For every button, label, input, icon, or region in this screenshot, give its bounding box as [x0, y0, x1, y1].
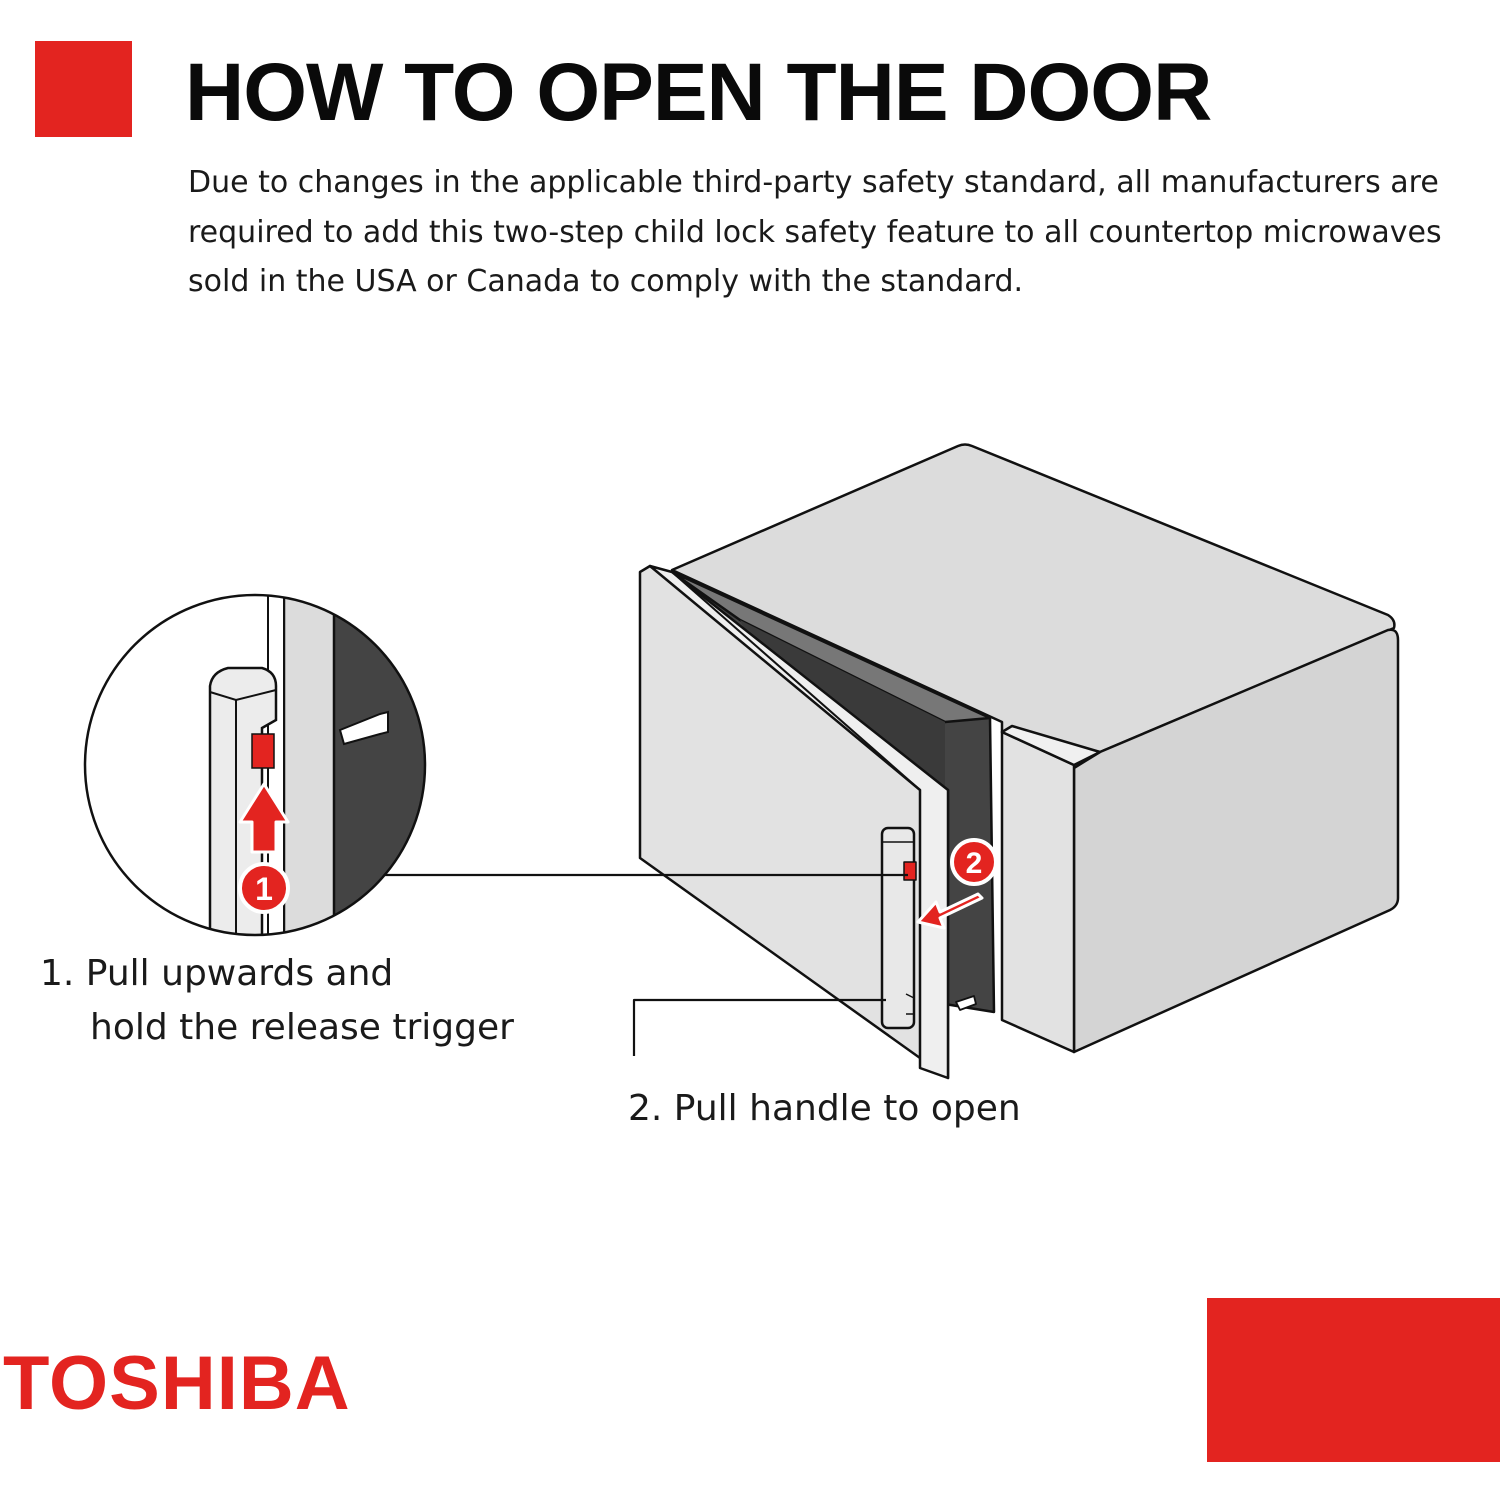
- page-title: HOW TO OPEN THE DOOR: [185, 47, 1212, 138]
- step-1-line-2: hold the release trigger: [90, 1007, 514, 1048]
- step-2-marker: 2: [950, 838, 998, 886]
- microwave-side: [1072, 628, 1400, 1054]
- control-panel-front: [1000, 730, 1076, 1054]
- red-accent-block: [1207, 1298, 1500, 1462]
- release-trigger: [903, 861, 917, 881]
- up-arrow-icon: [238, 782, 290, 854]
- latch-hook: [955, 995, 977, 1011]
- step-1-caption: 1. Pull upwards and hold the release tri…: [40, 947, 514, 1055]
- step-2-caption: 2. Pull handle to open: [628, 1088, 1021, 1129]
- leader-line-step2: [632, 998, 886, 1056]
- step-1-marker: 1: [238, 862, 290, 914]
- brand-logo: TOSHIBA: [3, 1341, 351, 1426]
- zoom-circle: [83, 593, 427, 937]
- step-1-number: 1: [255, 871, 273, 907]
- microwave-top: [670, 443, 1396, 754]
- step-1-line-1: 1. Pull upwards and: [40, 953, 394, 994]
- control-panel-edge: [1000, 724, 1102, 767]
- red-accent-square: [35, 41, 132, 137]
- door-handle: [880, 826, 916, 1030]
- pull-arrow-icon: [916, 892, 984, 930]
- step-2-number: 2: [966, 847, 983, 880]
- intro-paragraph: Due to changes in the applicable third-p…: [188, 165, 1442, 299]
